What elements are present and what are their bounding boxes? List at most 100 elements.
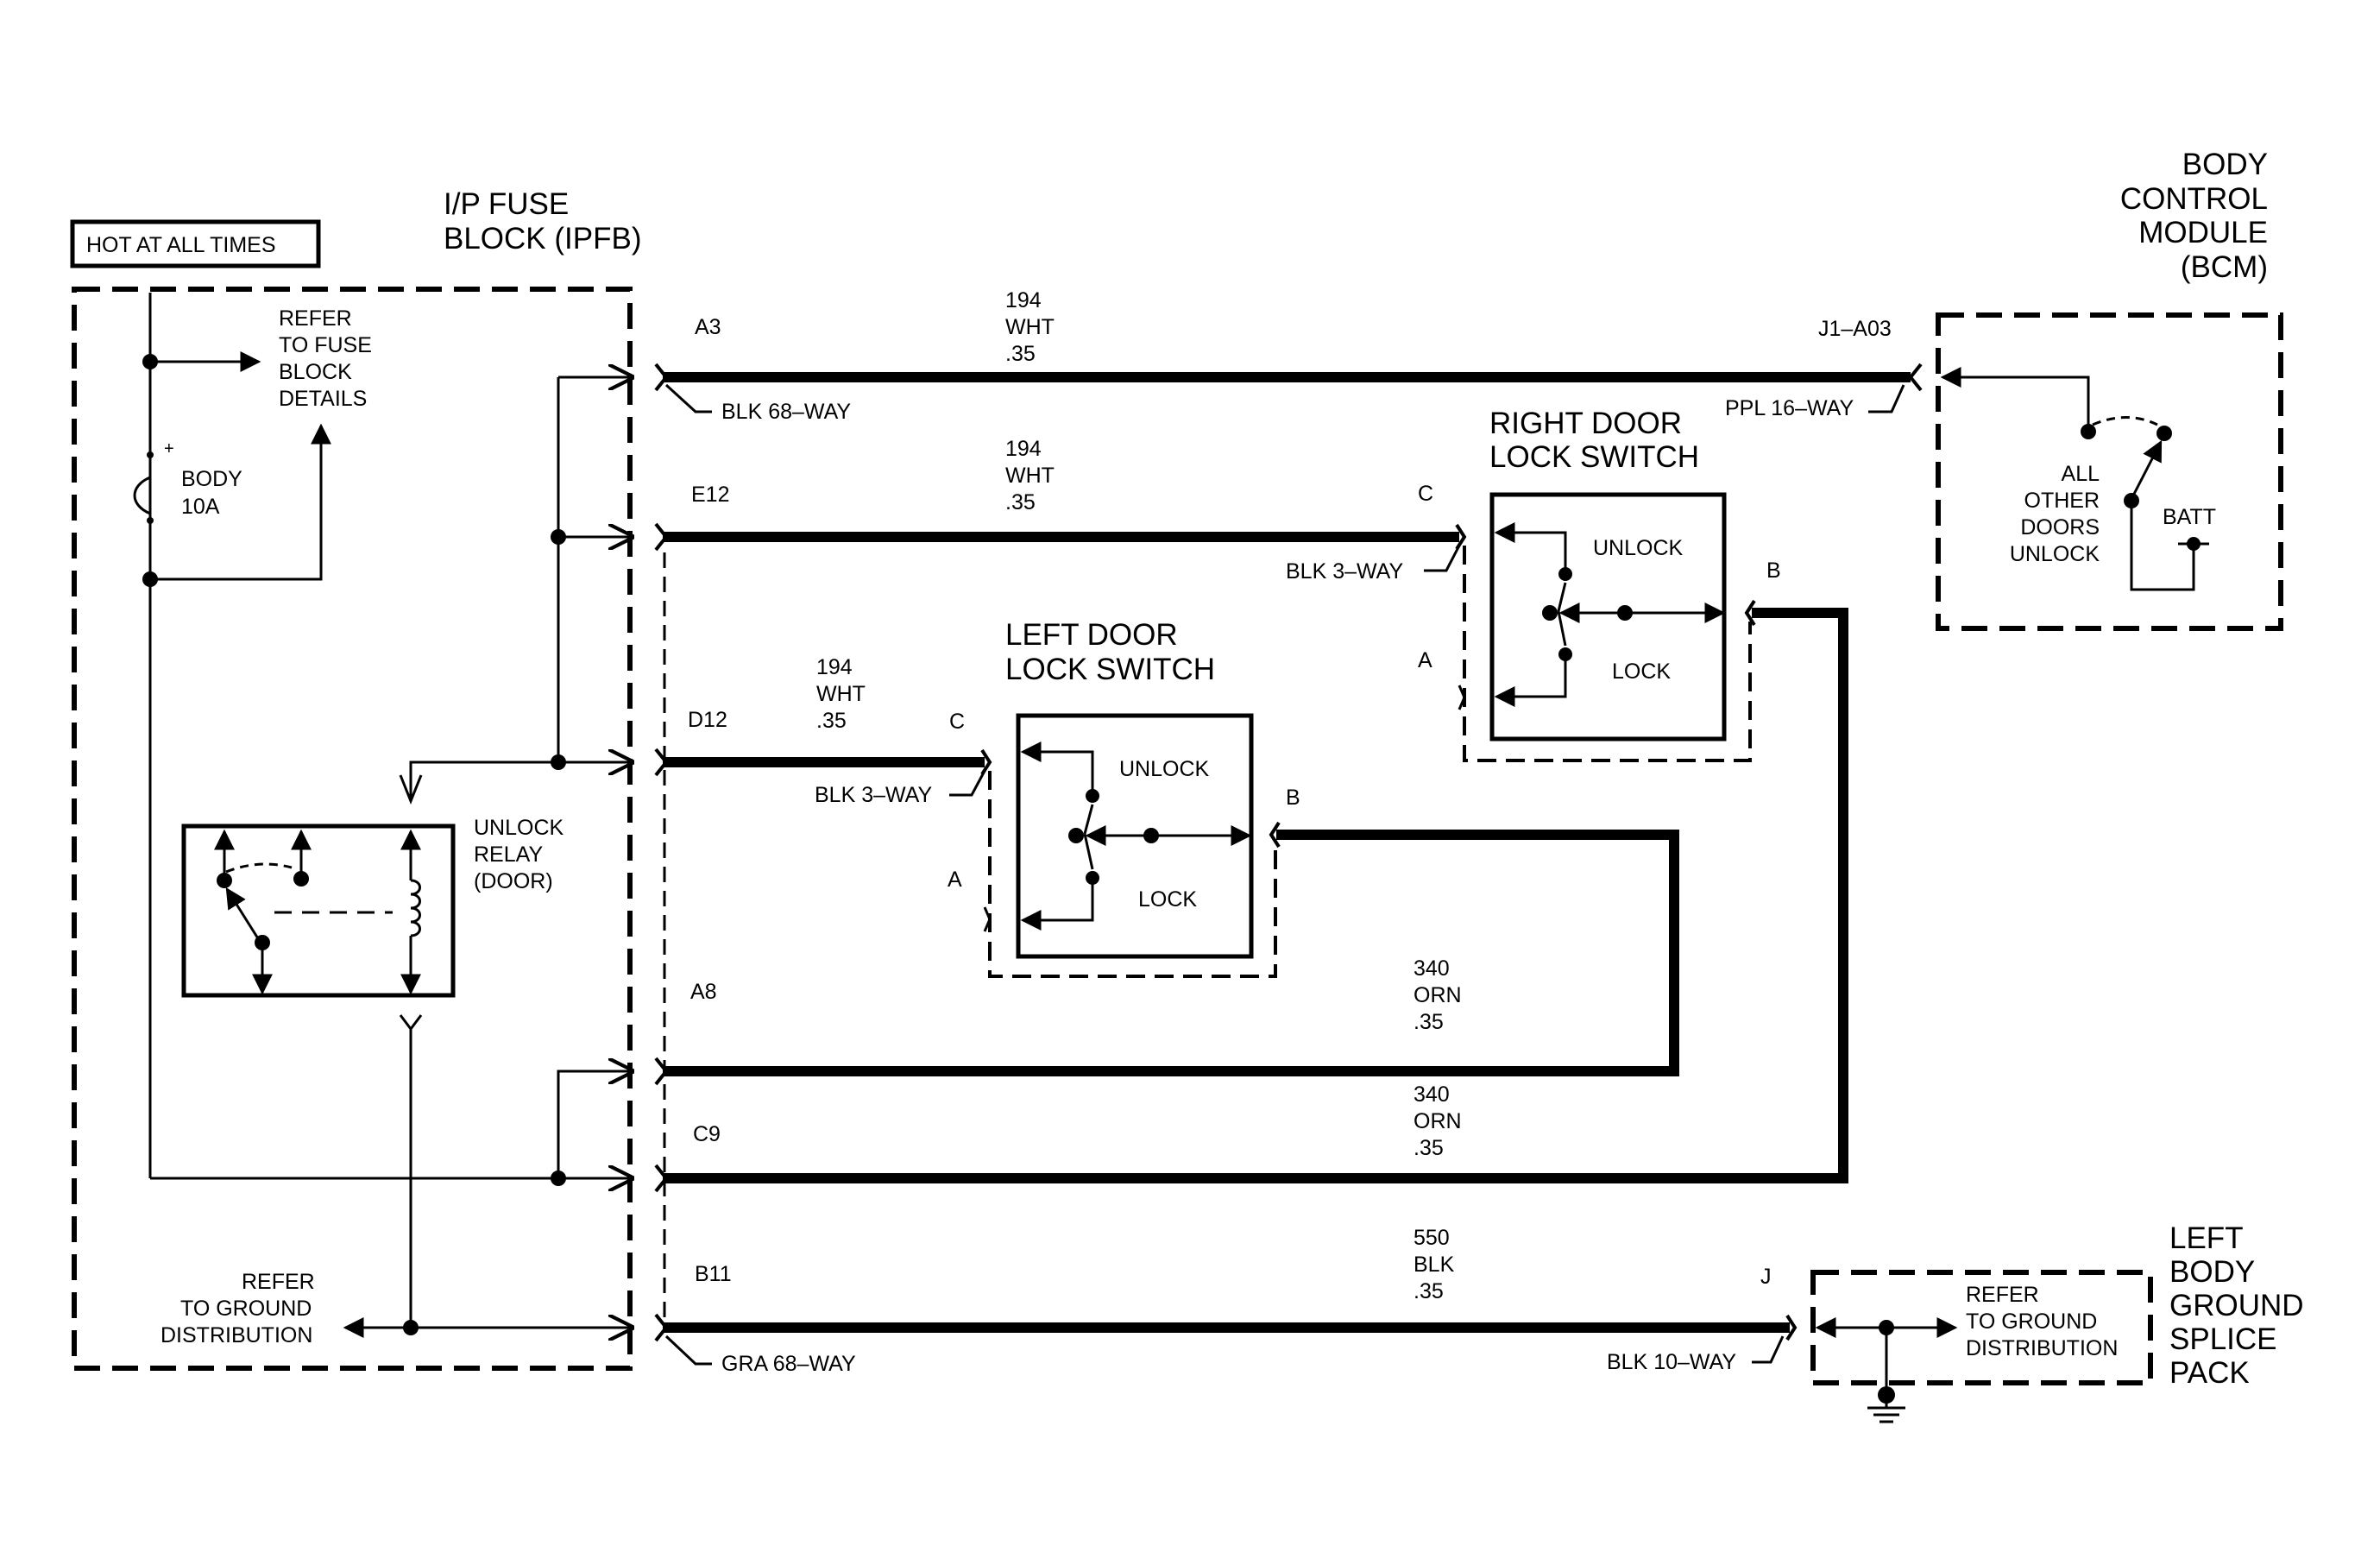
wire-4-circuit: 340 xyxy=(1414,956,1450,981)
ground-pack-title-4: SPLICE xyxy=(2169,1322,2277,1356)
ground-icon xyxy=(1867,1395,1905,1423)
switch-contact xyxy=(1086,871,1099,885)
bcm-switch-label-1: ALL xyxy=(2062,462,2100,486)
ground-pack-refer-3: DISTRIBUTION xyxy=(1966,1336,2118,1360)
hot-at-all-times-box xyxy=(70,219,321,268)
connector-mark xyxy=(654,1057,669,1086)
bcm-batt-label: BATT xyxy=(2163,505,2216,529)
wire-3-color: WHT xyxy=(816,682,866,706)
hot-at-all-times-label: HOT AT ALL TIMES xyxy=(86,233,276,257)
ground-pack-pin: J xyxy=(1760,1265,1772,1289)
bcm-title-3: MODULE xyxy=(2138,216,2268,249)
pin-c9: C9 xyxy=(693,1122,721,1146)
relay-connector-mark xyxy=(399,774,423,805)
unlock-relay-box xyxy=(181,824,456,998)
connector-leader xyxy=(664,383,712,413)
connector-bottom: GRA 68–WAY xyxy=(721,1352,856,1376)
right-switch-lock-lead xyxy=(1494,654,1567,707)
refer-ground-3: DISTRIBUTION xyxy=(161,1323,312,1347)
wire-1-circuit: 194 xyxy=(1005,288,1042,312)
wire-3-size: .35 xyxy=(816,709,847,733)
switch-contact xyxy=(1558,647,1572,661)
connector-mark xyxy=(1785,1314,1798,1341)
connector-mark xyxy=(654,363,669,392)
left-switch-pin-a: A xyxy=(948,868,962,892)
left-switch-blade xyxy=(1083,804,1094,835)
wire-6-size: .35 xyxy=(1414,1279,1444,1303)
refer-ground-2: TO GROUND xyxy=(180,1297,312,1321)
ground-pack-connector: BLK 10–WAY xyxy=(1607,1350,1736,1374)
connector-leader xyxy=(1424,545,1461,572)
connector-mark xyxy=(654,1164,669,1193)
fuse-output-wire xyxy=(150,423,331,581)
relay-ground-connector-mark xyxy=(399,1014,423,1032)
ground-pack-refer-2: TO GROUND xyxy=(1966,1309,2097,1334)
connector-mark xyxy=(1455,523,1467,551)
switch-contact xyxy=(1617,605,1633,621)
left-switch-blade xyxy=(1083,833,1094,870)
fuse-icon xyxy=(133,455,152,521)
left-switch-pin-c: C xyxy=(949,710,965,734)
bcm-switch-arc xyxy=(2092,416,2158,426)
connector-leader xyxy=(949,770,986,797)
pin-b11: B11 xyxy=(695,1262,732,1286)
refer-fuse-3: BLOCK xyxy=(279,360,352,384)
switch-contact xyxy=(1143,828,1159,843)
switch-contact xyxy=(1086,789,1099,803)
wire-5-size: .35 xyxy=(1414,1136,1444,1160)
connector-mark xyxy=(1908,363,1923,392)
ground-pack-title-3: GROUND xyxy=(2169,1289,2304,1322)
wire-6-circuit: 550 xyxy=(1414,1226,1450,1250)
bcm-input-wire xyxy=(1940,367,2090,432)
switch-pivot xyxy=(1542,605,1558,621)
left-switch-unlock-lead xyxy=(1020,741,1094,796)
left-switch-title-1: LEFT DOOR xyxy=(1005,618,1178,652)
connector-mark xyxy=(654,748,669,777)
connector-top: BLK 68–WAY xyxy=(721,400,851,424)
bcm-title-4: (BCM) xyxy=(2181,250,2268,284)
connector-mark xyxy=(980,748,992,776)
left-switch-pin-b: B xyxy=(1286,786,1300,810)
wire-5-circuit: 340 xyxy=(1414,1082,1450,1107)
connector-mark xyxy=(654,522,669,552)
switch-contact xyxy=(1558,567,1572,581)
left-switch-unlock: UNLOCK xyxy=(1119,757,1210,781)
ipfb-title-1: I/P FUSE xyxy=(444,187,569,221)
right-switch-connector: BLK 3–WAY xyxy=(1286,559,1403,584)
ground-pack-box xyxy=(1810,1270,2153,1385)
ground-pack-title-2: BODY xyxy=(2169,1255,2255,1289)
right-switch-title-2: LOCK SWITCH xyxy=(1489,440,1699,474)
right-switch-pin-b: B xyxy=(1766,558,1781,583)
fuse-terminal xyxy=(147,517,154,524)
fuse-name: BODY xyxy=(181,467,242,491)
wire-340-c9 xyxy=(663,608,1848,1183)
relay-unlock-feed xyxy=(409,760,558,801)
relay-label-2: RELAY xyxy=(474,842,543,867)
right-switch-box xyxy=(1489,492,1727,741)
switch-contact xyxy=(2081,424,2096,439)
right-switch-blade xyxy=(1557,610,1567,647)
wire-3-circuit: 194 xyxy=(816,655,853,679)
pin-a8-feed xyxy=(557,1071,632,1178)
connector-mark xyxy=(1458,685,1466,710)
left-switch-lock: LOCK xyxy=(1138,887,1197,912)
bcm-title-2: CONTROL xyxy=(2120,182,2268,216)
pin-d12: D12 xyxy=(688,708,727,732)
left-switch-connector: BLK 3–WAY xyxy=(815,783,932,807)
right-switch-pin-a: A xyxy=(1418,648,1432,672)
pin-e12: E12 xyxy=(691,483,729,507)
left-switch-title-2: LOCK SWITCH xyxy=(1005,653,1215,686)
connector-leader xyxy=(1752,1335,1785,1364)
switch-pivot xyxy=(1068,828,1084,843)
relay-armature xyxy=(225,887,262,943)
right-switch-unlock: UNLOCK xyxy=(1593,536,1684,560)
bcm-switch-label-3: DOORS xyxy=(2020,515,2100,540)
batt-terminal xyxy=(2187,537,2201,551)
pin-a3: A3 xyxy=(695,315,721,339)
right-switch-pin-c: C xyxy=(1418,482,1433,506)
connector-mark xyxy=(1744,599,1756,627)
wire-4-color: ORN xyxy=(1414,983,1462,1007)
wire-5-color: ORN xyxy=(1414,1109,1462,1133)
wire-340-a8 xyxy=(663,830,1679,1076)
